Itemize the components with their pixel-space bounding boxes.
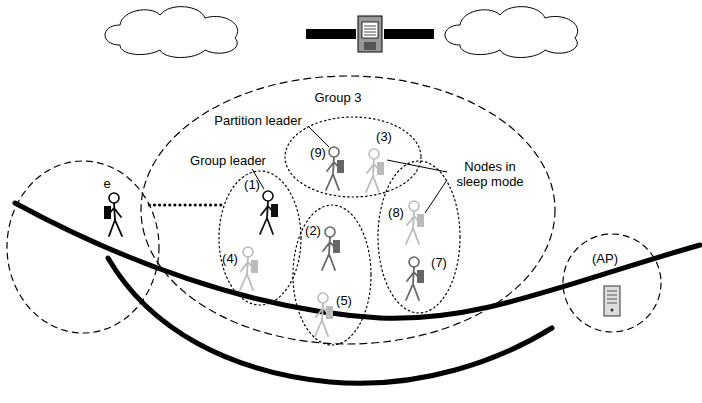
outline-ellipse (293, 205, 371, 345)
node-label: (2) (305, 223, 321, 238)
road (15, 203, 700, 318)
outline (6, 160, 160, 334)
leader-line (308, 126, 329, 147)
partition-ellipse: (1) (4) (218, 170, 302, 306)
node-label: (AP) (592, 251, 618, 266)
outline-ellipse (285, 117, 421, 197)
node-label: e (103, 176, 110, 191)
leader-line (425, 180, 447, 213)
partition-ellipse: (2) (5) (292, 204, 372, 346)
coverage-circle: e (6, 160, 160, 334)
person (322, 227, 340, 270)
cloud (445, 7, 578, 58)
ap-range-circle: (AP) (562, 233, 662, 333)
partition-ellipse: (8) (7) (377, 160, 461, 314)
group-ellipse: Group 3 (9) (3) (1) (4) (2) (5) (8) (7) (140, 75, 556, 345)
person (240, 247, 258, 290)
roads (15, 203, 700, 383)
partition-ellipse: (9) (3) (284, 116, 422, 198)
outline-ellipse (378, 161, 460, 313)
cloud (105, 7, 238, 58)
person (104, 193, 122, 236)
annotation-label: Group leader (190, 153, 266, 168)
outline (292, 204, 372, 346)
annotation-label: Nodes in sleep mode (449, 159, 531, 189)
person (326, 147, 344, 190)
outline-ellipse (563, 234, 661, 332)
person (406, 257, 424, 300)
outline (377, 160, 461, 314)
outline (218, 170, 302, 306)
outline (562, 233, 662, 333)
outline (284, 116, 422, 198)
annotation-label: Partition leader (214, 113, 301, 128)
group-label: Group 3 (315, 90, 362, 105)
person (260, 191, 278, 234)
person (366, 149, 384, 192)
person (315, 293, 333, 336)
server-icon (604, 286, 620, 316)
node-label: (9) (310, 145, 326, 160)
node-label: (3) (376, 129, 392, 144)
person (406, 201, 424, 244)
node-label: (8) (388, 205, 404, 220)
outline-ellipse (7, 161, 159, 333)
outline-ellipse (141, 76, 555, 344)
people (104, 147, 424, 336)
clouds (105, 7, 578, 58)
outline-ellipse (219, 171, 301, 305)
road (108, 258, 552, 383)
node-label: (1) (244, 177, 260, 192)
node-label: (4) (222, 251, 238, 266)
satellite (306, 16, 434, 52)
node-label: (5) (336, 293, 352, 308)
node-label: (7) (431, 255, 447, 270)
connector (149, 204, 224, 207)
